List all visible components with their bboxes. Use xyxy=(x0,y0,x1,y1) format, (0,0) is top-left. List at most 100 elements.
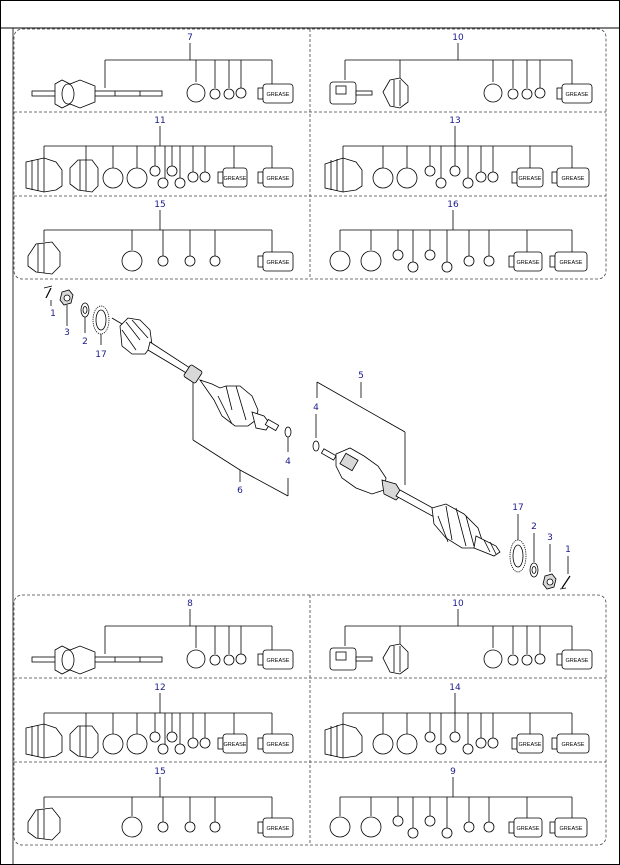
svg-text:GREASE: GREASE xyxy=(566,92,589,98)
ring-icon xyxy=(463,821,475,833)
kit-14[interactable]: 14 xyxy=(324,683,590,759)
svg-text:2: 2 xyxy=(82,337,88,347)
ring-icon xyxy=(329,816,351,838)
ring-icon xyxy=(392,249,404,261)
ring-icon xyxy=(463,255,475,267)
ring-icon xyxy=(209,88,221,100)
ring-icon xyxy=(187,737,199,749)
boot-icon xyxy=(69,159,99,193)
ring-icon xyxy=(157,821,169,833)
joint-housing-icon xyxy=(329,81,373,105)
ring-icon xyxy=(507,654,519,666)
left-circlip[interactable]: 4 xyxy=(284,426,292,467)
ring-icon xyxy=(235,87,247,99)
right-drive-shaft[interactable] xyxy=(320,447,501,557)
ring-icon xyxy=(360,816,382,838)
ring-icon xyxy=(407,827,419,839)
kit-label: 16 xyxy=(447,200,459,210)
kit-label: 12 xyxy=(154,683,165,693)
ring-icon xyxy=(102,167,124,189)
right-shaft-callout[interactable]: 5 xyxy=(316,371,406,485)
ring-icon xyxy=(521,654,533,666)
kit-10[interactable]: 10 xyxy=(329,33,593,109)
grease-tube-icon: GREASE xyxy=(551,167,590,188)
svg-text:3: 3 xyxy=(64,328,70,338)
ring-icon xyxy=(396,733,418,755)
kit-label: 14 xyxy=(449,683,461,693)
left-hub-nut[interactable]: 3 xyxy=(59,289,74,338)
left-washer[interactable]: 2 xyxy=(80,302,90,347)
ring-icon xyxy=(121,250,143,272)
svg-text:GREASE: GREASE xyxy=(267,260,290,266)
ring-icon xyxy=(372,733,394,755)
kit-13[interactable]: 13 xyxy=(324,116,590,193)
kit-15-bottom[interactable]: 15 GREASE xyxy=(27,767,294,841)
ring-icon xyxy=(487,171,499,183)
svg-text:3: 3 xyxy=(547,533,553,543)
ring-icon xyxy=(449,165,461,177)
right-washer[interactable]: 2 xyxy=(529,522,539,578)
svg-text:GREASE: GREASE xyxy=(517,260,540,266)
ring-icon xyxy=(534,87,546,99)
bottom-kit-panel: 8 GREASE xyxy=(13,594,607,846)
grease-tube-icon: GREASE xyxy=(549,817,588,838)
ring-icon xyxy=(487,737,499,749)
grease-tube-icon: GREASE xyxy=(556,83,593,104)
axle-assembly-icon xyxy=(31,79,163,109)
ring-icon xyxy=(407,261,419,273)
ring-icon xyxy=(149,731,161,743)
kit-10-bottom[interactable]: 10 GREASE xyxy=(329,599,593,675)
boot-icon xyxy=(27,241,61,275)
ring-icon xyxy=(199,737,211,749)
right-cotter-pin[interactable]: 1 xyxy=(559,545,571,590)
right-hub-nut[interactable]: 3 xyxy=(542,533,557,590)
boot-icon xyxy=(25,157,63,193)
kit-8[interactable]: 8 GREASE xyxy=(31,599,294,675)
kit-15[interactable]: 15 GREASE xyxy=(27,200,294,275)
svg-text:GREASE: GREASE xyxy=(560,826,583,832)
ring-icon xyxy=(534,653,546,665)
kit-label: 9 xyxy=(450,767,456,777)
kit-label: 7 xyxy=(187,33,193,43)
ring-icon xyxy=(209,654,221,666)
ring-icon xyxy=(483,821,495,833)
ring-icon xyxy=(186,83,206,103)
svg-text:GREASE: GREASE xyxy=(267,176,290,182)
ring-icon xyxy=(157,255,169,267)
ring-icon xyxy=(126,733,148,755)
svg-text:6: 6 xyxy=(237,486,243,496)
kit-16[interactable]: 16 GREASE xyxy=(329,200,588,273)
ring-icon xyxy=(149,165,161,177)
svg-text:GREASE: GREASE xyxy=(267,826,290,832)
ring-icon xyxy=(475,171,487,183)
grease-tube-icon: GREASE xyxy=(257,817,294,838)
svg-text:GREASE: GREASE xyxy=(224,742,247,748)
kit-7[interactable]: 7 GREASE xyxy=(31,33,294,109)
left-cotter-pin[interactable]: 1 xyxy=(43,285,56,319)
kit-9[interactable]: 9 GREASE xyxy=(329,767,588,839)
grease-tube-icon: GREASE xyxy=(217,167,248,188)
right-tone-ring[interactable]: 17 xyxy=(509,503,527,573)
svg-text:GREASE: GREASE xyxy=(267,742,290,748)
ring-icon xyxy=(449,731,461,743)
kit-11[interactable]: 11 xyxy=(25,116,294,193)
ring-icon xyxy=(483,255,495,267)
ring-icon xyxy=(441,261,453,273)
left-tone-ring[interactable]: 17 xyxy=(92,305,110,360)
ring-icon xyxy=(435,177,447,189)
kit-label: 15 xyxy=(154,200,165,210)
ring-icon xyxy=(424,815,436,827)
grease-tube-icon: GREASE xyxy=(511,733,544,754)
inner-joint-kit-callout[interactable]: 6 xyxy=(192,382,289,497)
grease-tube-icon: GREASE xyxy=(556,649,593,670)
ring-icon xyxy=(184,255,196,267)
ring-icon xyxy=(392,815,404,827)
ring-icon xyxy=(157,743,169,755)
ring-icon xyxy=(329,250,351,272)
left-drive-shaft[interactable] xyxy=(111,317,280,432)
top-kit-panel: 7 GREASE xyxy=(13,28,607,280)
kit-12[interactable]: 12 xyxy=(25,683,294,759)
right-circlip[interactable]: 4 xyxy=(312,403,320,452)
kit-label: 15 xyxy=(154,767,165,777)
joint-housing-icon xyxy=(329,647,373,671)
